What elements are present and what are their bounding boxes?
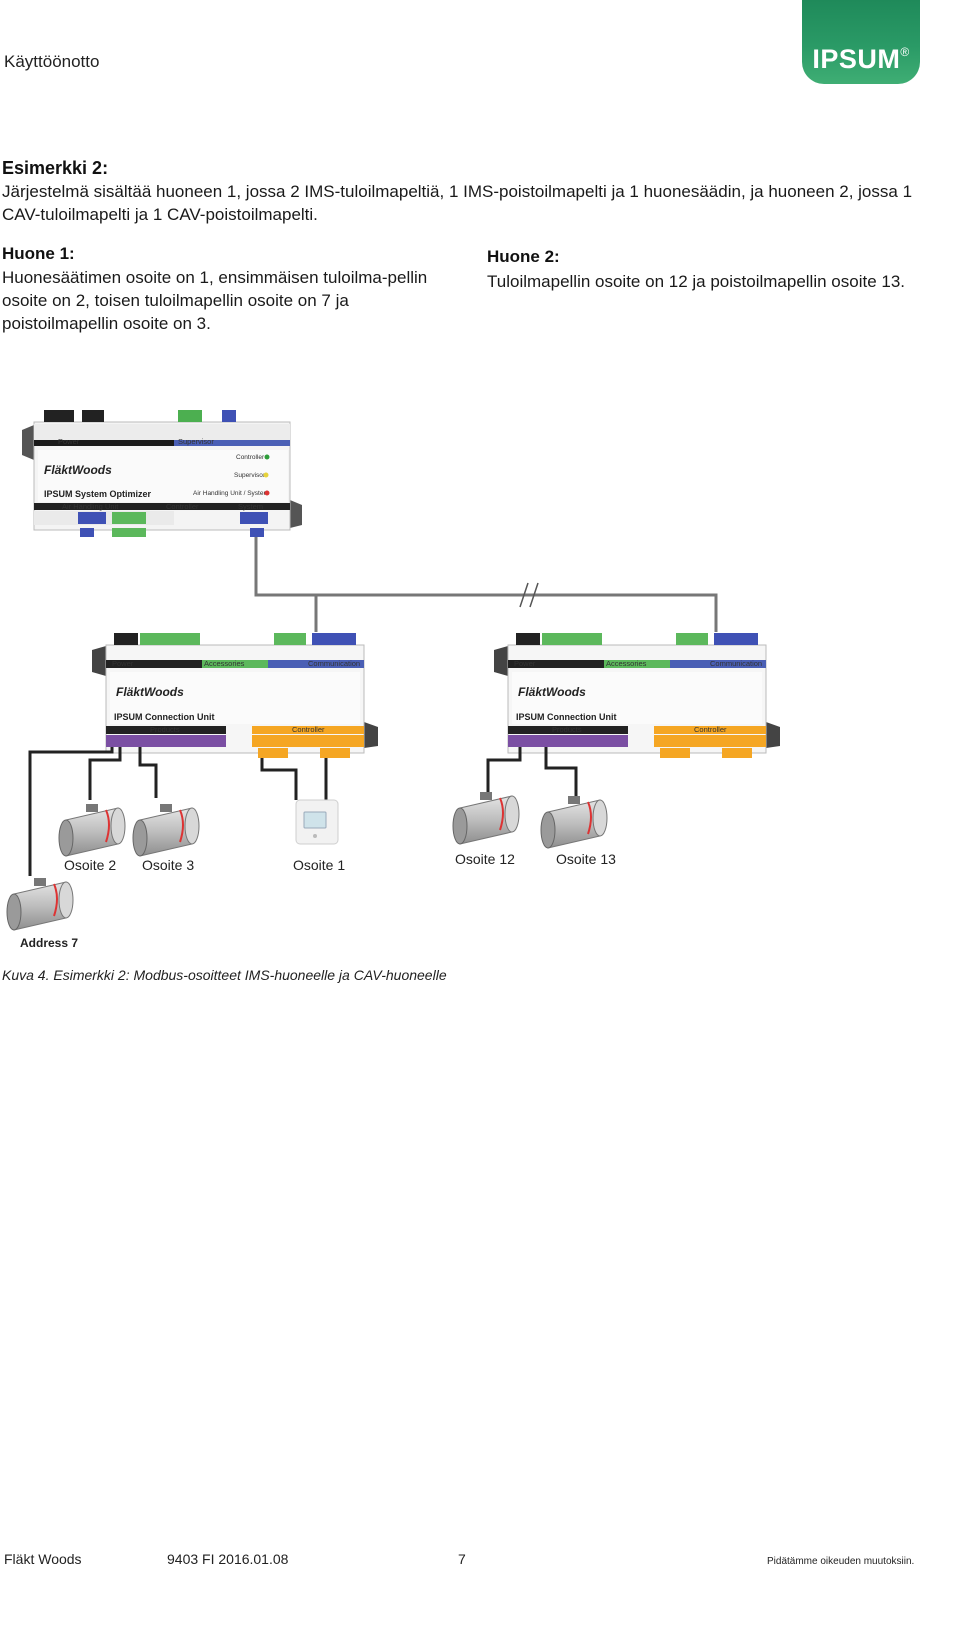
room2-title: Huone 2: xyxy=(487,247,560,266)
cu2-name: IPSUM Connection Unit xyxy=(516,712,617,722)
bus-cables xyxy=(254,537,718,632)
status-led-yellow xyxy=(263,472,269,478)
cu1-label-communication: Communication xyxy=(308,659,360,668)
label-osoite-3: Osoite 3 xyxy=(142,857,194,873)
product-cables xyxy=(28,747,578,876)
cu2-label-power: Power xyxy=(514,659,536,668)
label-osoite-13: Osoite 13 xyxy=(556,851,616,867)
cable-break-mark xyxy=(519,582,539,608)
cu1-label-power: Power xyxy=(112,659,134,668)
footer-brand: Fläkt Woods xyxy=(4,1551,82,1567)
logo-text: IPSUM® xyxy=(812,44,910,74)
cu1-label-controller: Controller xyxy=(292,725,325,734)
optimizer-status-controller: Controller xyxy=(236,454,265,461)
cu1-name: IPSUM Connection Unit xyxy=(114,712,215,722)
example-description: Järjestelmä sisältää huoneen 1, jossa 2 … xyxy=(2,182,913,224)
optimizer-label-system: System xyxy=(238,502,263,511)
room2-text: Tuloilmapellin osoite on 12 ja poistoilm… xyxy=(487,272,906,291)
connection-unit-1: Power Accessories Communication FläktWoo… xyxy=(92,633,378,758)
room-controller xyxy=(295,799,339,845)
room1-title: Huone 1: xyxy=(2,244,75,263)
optimizer-label-power: Power xyxy=(58,437,80,446)
cu2-label-controller: Controller xyxy=(694,725,727,734)
damper-address-3 xyxy=(132,803,200,857)
optimizer-status-supervisor: Supervisor xyxy=(234,472,266,479)
damper-address-7 xyxy=(6,877,74,931)
system-optimizer-device: Power Supervisor FläktWoods IPSUM System… xyxy=(22,410,302,537)
cu2-brand: FläktWoods xyxy=(518,685,586,699)
footer-doc-code: 9403 FI 2016.01.08 xyxy=(167,1551,289,1567)
connection-unit-2: Power Accessories Communication FläktWoo… xyxy=(494,633,780,758)
example-title: Esimerkki 2: xyxy=(2,158,109,178)
cu1-label-products: Products xyxy=(150,725,180,734)
status-led-green xyxy=(264,454,270,460)
wiring-diagram: Power Supervisor FläktWoods IPSUM System… xyxy=(6,410,780,950)
footer-page-number: 7 xyxy=(458,1551,466,1567)
cu2-label-communication: Communication xyxy=(710,659,762,668)
room1-text: Huonesäätimen osoite on 1, ensimmäisen t… xyxy=(2,268,428,333)
label-osoite-1: Osoite 1 xyxy=(293,857,345,873)
damper-address-2 xyxy=(58,803,126,857)
section-header: Käyttöönotto xyxy=(4,52,100,71)
damper-address-12 xyxy=(452,791,520,845)
optimizer-label-ahu: Air Handling Unit xyxy=(62,502,119,511)
ipsum-logo: IPSUM® xyxy=(802,0,920,84)
cu1-brand: FläktWoods xyxy=(116,685,184,699)
optimizer-brand: FläktWoods xyxy=(44,463,112,477)
cu2-label-products: Products xyxy=(552,725,582,734)
damper-address-13 xyxy=(540,795,608,849)
optimizer-label-controller: Controller xyxy=(166,502,199,511)
optimizer-label-supervisor: Supervisor xyxy=(178,437,214,446)
figure-caption: Kuva 4. Esimerkki 2: Modbus-osoitteet IM… xyxy=(2,967,447,983)
optimizer-name: IPSUM System Optimizer xyxy=(44,489,152,499)
label-address-7: Address 7 xyxy=(20,936,78,950)
cu1-label-accessories: Accessories xyxy=(204,659,245,668)
label-osoite-2: Osoite 2 xyxy=(64,857,116,873)
label-osoite-12: Osoite 12 xyxy=(455,851,515,867)
optimizer-status-ahu: Air Handling Unit / System xyxy=(193,490,269,497)
status-led-red xyxy=(264,490,270,496)
footer-rights: Pidätämme oikeuden muutoksiin. xyxy=(767,1556,915,1567)
cu2-label-accessories: Accessories xyxy=(606,659,647,668)
